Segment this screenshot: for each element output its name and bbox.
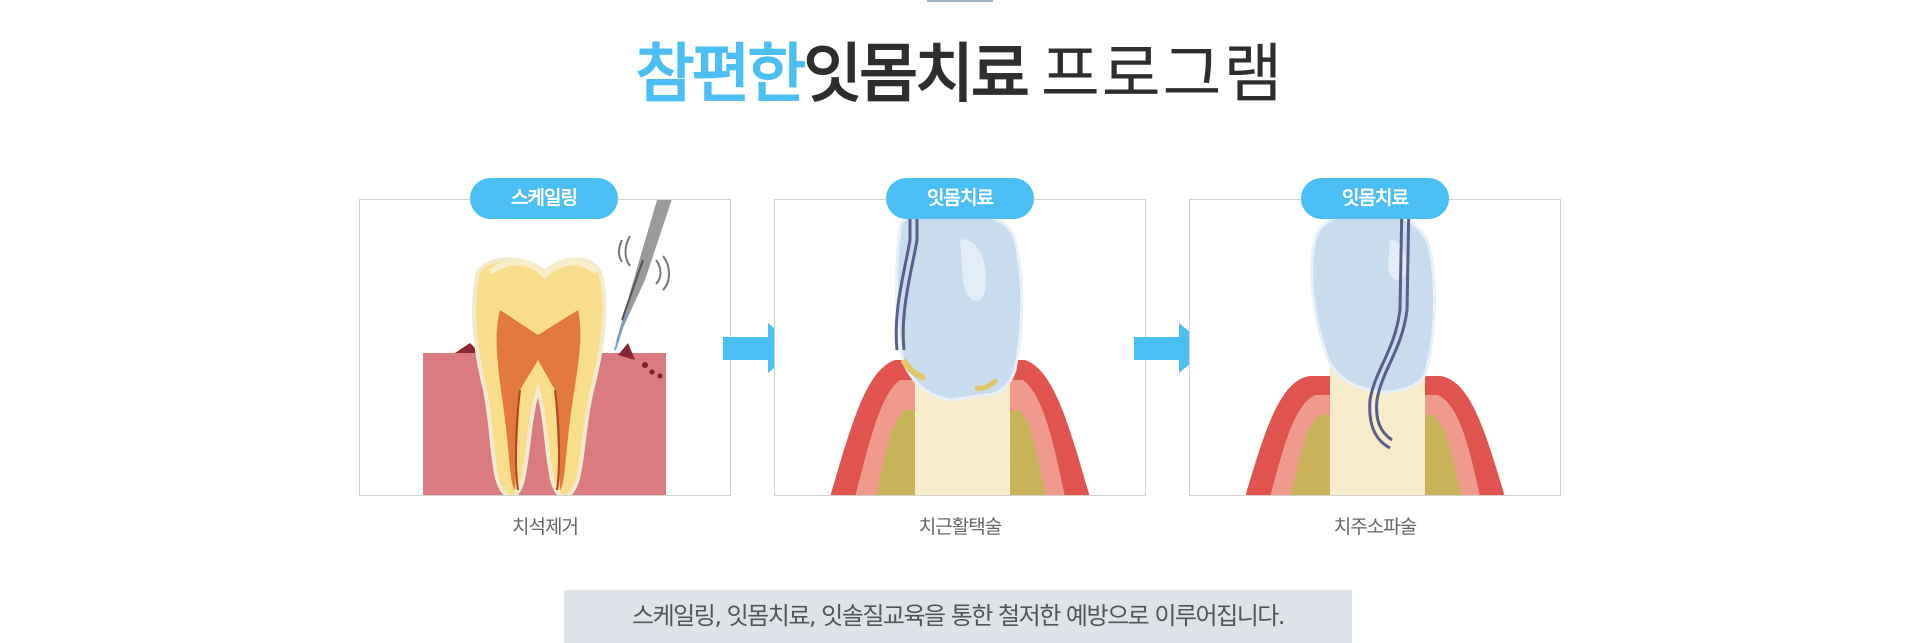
step-2-badge: 잇몸치료 xyxy=(886,178,1034,219)
summary-banner: 스케일링, 잇몸치료, 잇솔질교육을 통한 철저한 예방으로 이루어집니다. xyxy=(564,590,1352,643)
top-divider xyxy=(927,0,993,2)
tooth-scaling-illustration xyxy=(423,200,672,495)
root-planing-illustration xyxy=(830,200,1090,495)
step-1-card xyxy=(359,199,731,496)
title-light: 프로그램 xyxy=(1040,38,1285,112)
step-2-caption: 치근활택술 xyxy=(918,516,1002,538)
step-3-badge: 잇몸치료 xyxy=(1301,178,1449,219)
curettage-illustration xyxy=(1245,200,1505,495)
title-strong: 잇몸치료 xyxy=(803,38,1030,112)
step-3-caption: 치주소파술 xyxy=(1333,516,1417,538)
step-2-card xyxy=(774,199,1146,496)
step-3-card xyxy=(1189,199,1561,496)
step-1-badge: 스케일링 xyxy=(470,178,618,219)
title-accent: 참편한 xyxy=(635,38,807,112)
step-1-caption: 치석제거 xyxy=(512,516,579,538)
